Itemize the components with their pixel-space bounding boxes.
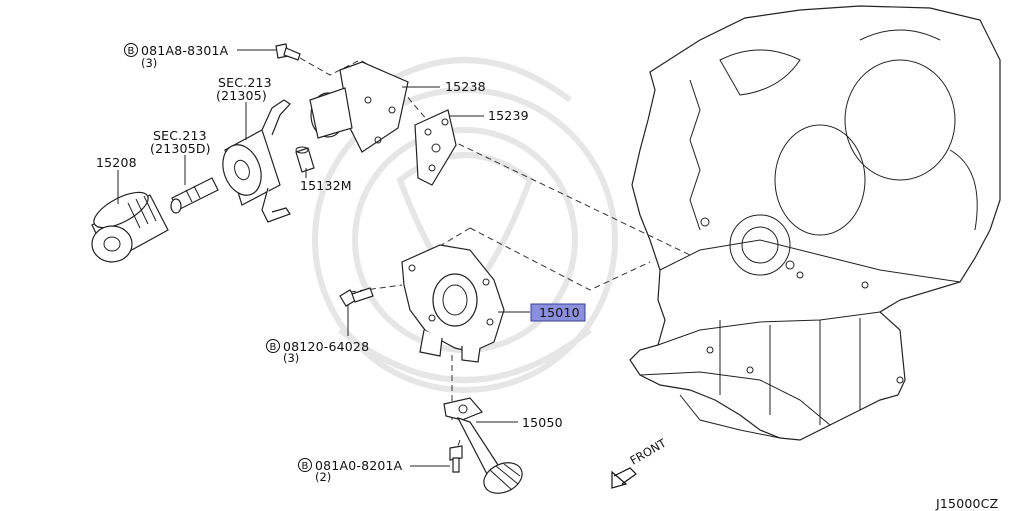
pin-15132m[interactable] [295,146,315,173]
qty-081a8-8301a: (3) [141,56,157,70]
bolt-08120-64028[interactable] [339,287,374,307]
qty-08120-64028: (3) [283,351,299,365]
oil-cooler-21305[interactable] [216,99,291,223]
front-arrow-icon [611,467,637,489]
bolt-prefix-icon: B [266,339,280,353]
connector-21305d[interactable] [170,177,219,214]
bolt-081a0-8201a[interactable] [449,445,463,473]
bolt-prefix-icon: B [298,458,312,472]
highlight-box-15010 [530,303,586,322]
bolt-prefix-icon: B [124,43,138,57]
svg-text:B: B [270,342,277,353]
label-15238[interactable]: 15238 [445,79,486,94]
strainer-15050[interactable] [443,397,527,499]
label-15239[interactable]: 15239 [488,108,529,123]
label-sec213-a[interactable]: SEC.213 [218,75,272,90]
oil-pump-15010[interactable] [401,244,505,363]
label-15010[interactable]: 15010 [539,305,580,320]
qty-081a0-8201a: (2) [315,470,331,484]
filter-bracket-15238[interactable] [309,61,409,153]
label-21305d: (21305D) [150,141,211,156]
engine-block [629,5,1001,441]
label-15208[interactable]: 15208 [96,155,137,170]
svg-text:B: B [128,46,135,57]
gasket-15239[interactable] [414,109,457,186]
bolt-081a8-8301a[interactable] [275,43,301,61]
diagram-code: J15000CZ [935,496,998,511]
front-label: FRONT [628,435,670,467]
label-08120-64028[interactable]: 08120-64028 [283,339,369,354]
label-sec213-b[interactable]: SEC.213 [153,128,207,143]
label-21305: (21305) [216,88,267,103]
label-15050[interactable]: 15050 [522,415,563,430]
label-081a0-8201a[interactable]: 081A0-8201A [315,458,403,473]
oil-filter-15208[interactable] [89,185,169,263]
leader-lines [117,49,530,467]
label-15132m[interactable]: 15132M [300,178,352,193]
label-081a8-8301a[interactable]: 081A8-8301A [141,43,229,58]
svg-text:B: B [302,461,309,472]
